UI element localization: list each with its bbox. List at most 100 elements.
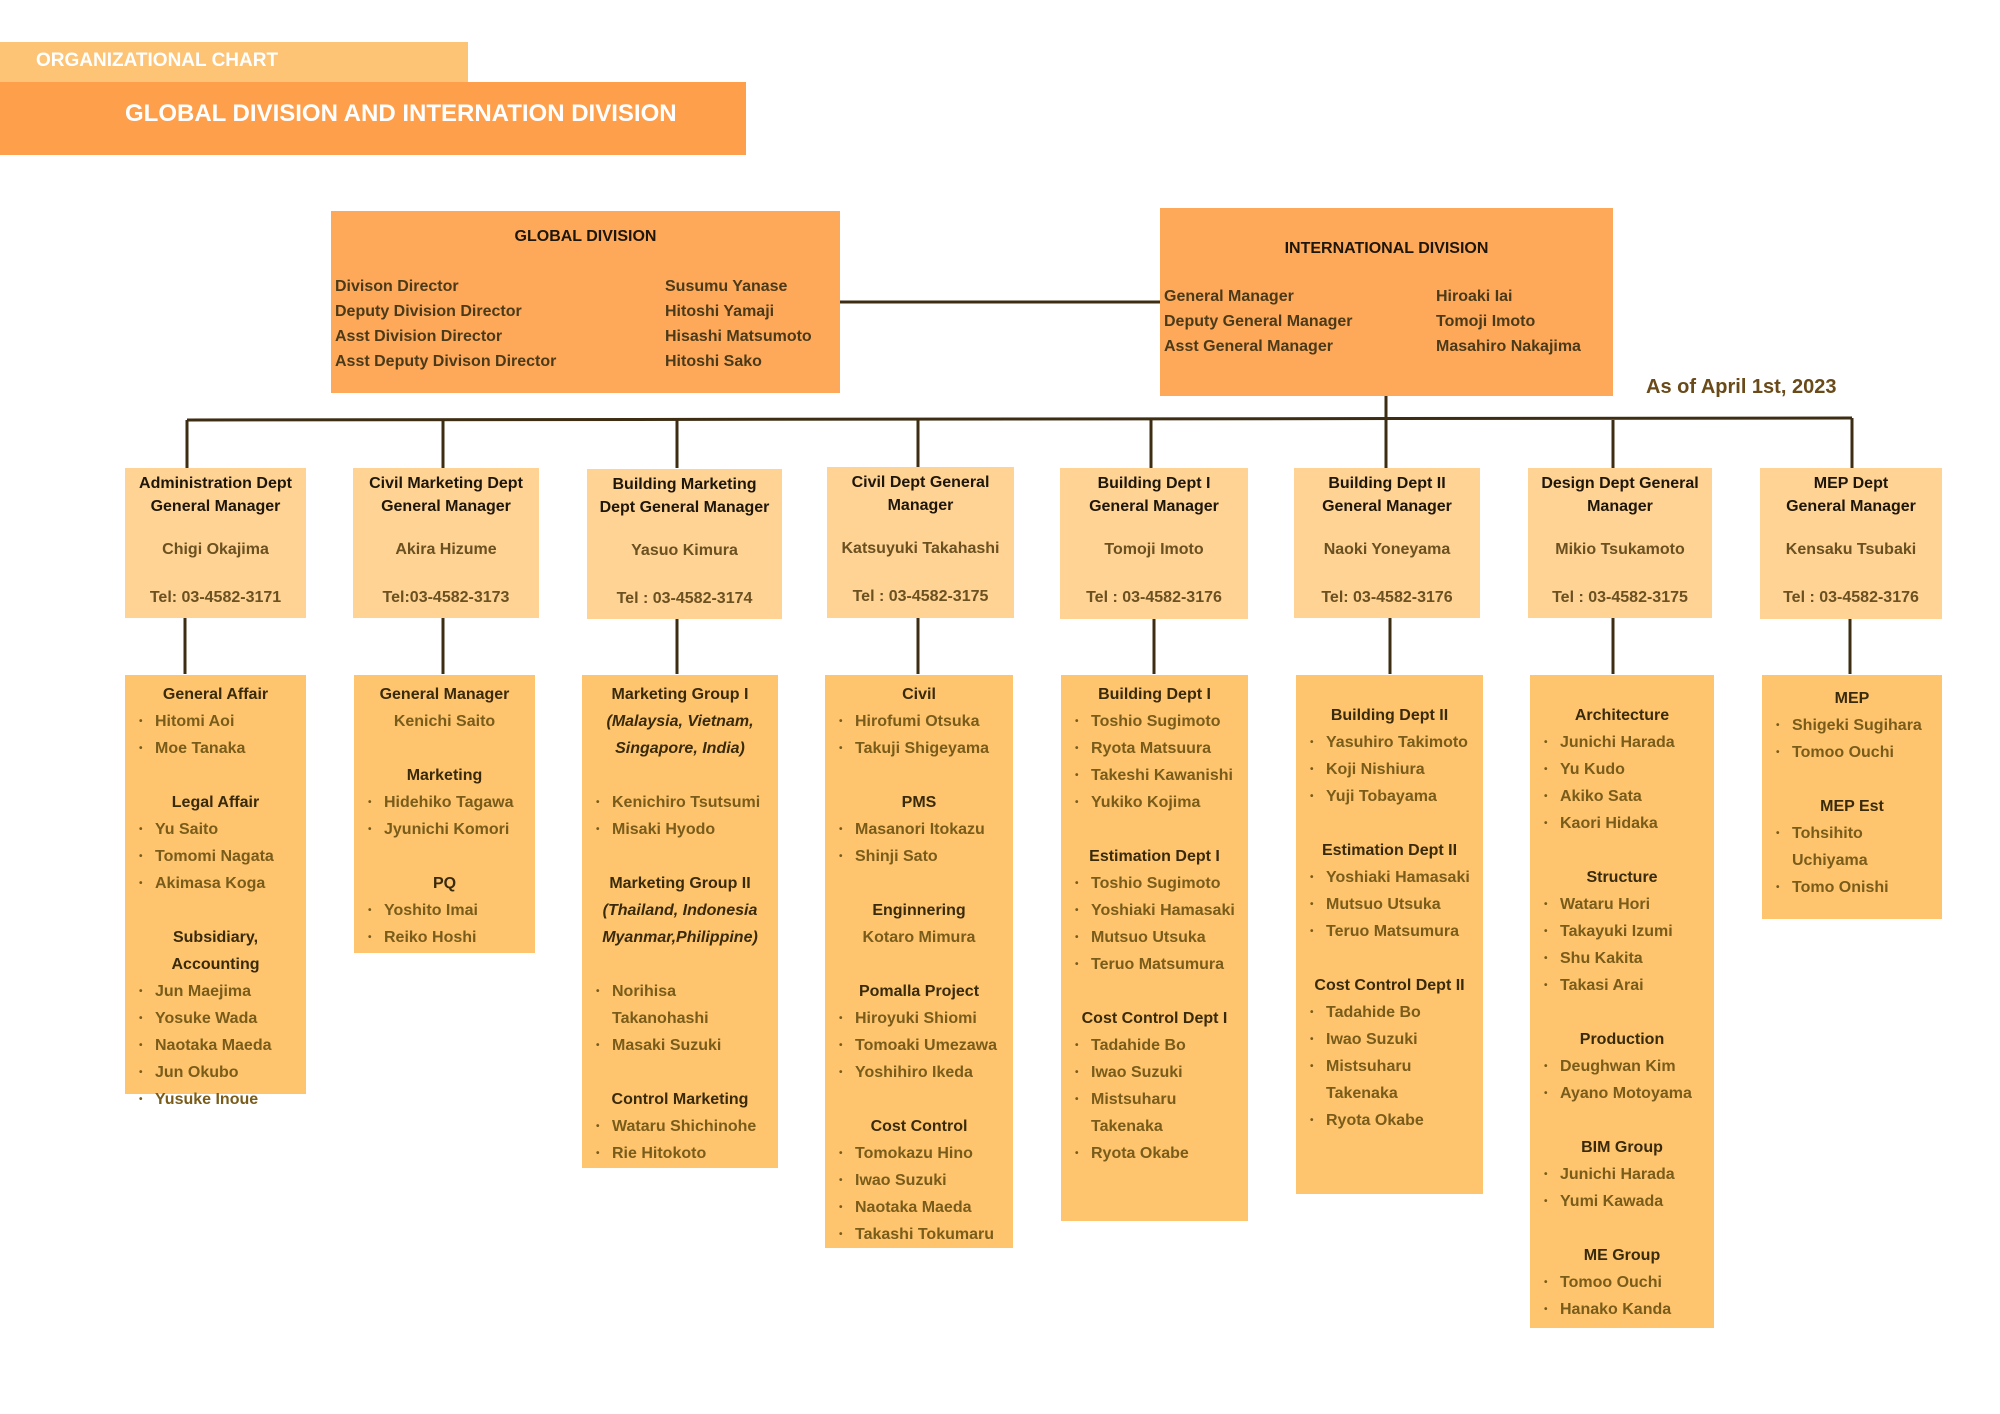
member-item: Moe Tanaka [129,735,302,762]
person-name: Hitoshi Yamaji [665,302,775,320]
member-item: Kenichiro Tsutsumi [586,789,774,816]
dept-title: Dept General Manager [599,499,770,516]
team-region-note: (Malaysia, Vietnam, Singapore, India) [606,713,754,757]
role-label: Asst General Manager [1164,337,1333,355]
dept-title: Building Dept I [1097,475,1211,492]
member-item: Yoshiaki Hamasaki [1065,897,1244,924]
member-item: Yoshiaki Hamasaki [1300,864,1479,891]
dept-phone: Tel : 03-4582-3176 [1783,589,1919,606]
member-item: Mistsuharu Takenaka [1065,1086,1244,1140]
team-heading: Production [1579,1031,1665,1048]
member-item: Shinji Sato [829,843,1009,870]
team-heading: Estimation Dept I [1089,848,1220,865]
person-name: Hiroaki Iai [1436,287,1513,305]
member-item: Shigeki Sugihara [1766,712,1938,739]
member-item: Mutsuo Utsuka [1300,891,1479,918]
member-list: Toshio SugimotoYoshiaki HamasakiMutsuo U… [1065,870,1244,978]
role-label: Deputy General Manager [1164,312,1353,330]
member-list: Jun MaejimaYosuke WadaNaotaka MaedaJun O… [129,978,302,1113]
member-list: Hitomi AoiMoe Tanaka [129,708,302,762]
dept-title: MEP Dept [1813,475,1889,492]
member-item: Ryota Okabe [1065,1140,1244,1167]
dept-phone: Tel : 03-4582-3176 [1086,589,1222,606]
member-list: Wataru HoriTakayuki IzumiShu KakitaTakas… [1534,891,1710,999]
member-list: Norihisa TakanohashiMasaki Suzuki [586,978,774,1059]
member-item: Teruo Matsumura [1065,951,1244,978]
member-item: Naotaka Maeda [129,1032,302,1059]
dept-manager-name: Naoki Yoneyama [1323,541,1451,558]
person-name: Tomoji Imoto [1436,312,1536,330]
role-label: Asst Division Director [335,327,503,345]
member-list: Kenichiro TsutsumiMisaki Hyodo [586,789,774,843]
role-label: Deputy Division Director [335,302,522,320]
member-item: Takayuki Izumi [1534,918,1710,945]
international-division-title: INTERNATIONAL DIVISION [1284,240,1489,257]
member-list: Yoshiaki HamasakiMutsuo UtsukaTeruo Mats… [1300,864,1479,945]
team-heading: Civil [902,686,936,703]
member-item: Kaori Hidaka [1534,810,1710,837]
team-heading: Marketing Group II [609,875,751,892]
member-item: Ayano Motoyama [1534,1080,1710,1107]
member-item: Wataru Shichinohe [586,1113,774,1140]
team-heading: MEP Est [1820,798,1884,815]
dept-title: Civil Marketing Dept [369,475,523,492]
member-item: Junichi Harada [1534,729,1710,756]
member-item: Yoshito Imai [358,897,531,924]
member-list: Tomokazu HinoIwao SuzukiNaotaka MaedaTak… [829,1140,1009,1248]
member-item: Ryota Matsuura [1065,735,1244,762]
member-list: Toshio SugimotoRyota MatsuuraTakeshi Kaw… [1065,708,1244,816]
team-heading: PMS [901,794,937,811]
member-item: Teruo Matsumura [1300,918,1479,945]
member-item: Koji Nishiura [1300,756,1479,783]
team-lead-name: Kotaro Mimura [862,929,976,946]
team-heading: Enginnering [872,902,966,919]
dept-manager-name: Kensaku Tsubaki [1785,541,1917,558]
member-item: Ryota Okabe [1300,1107,1479,1134]
dept-title: Design Dept General [1541,475,1699,492]
member-item: Takeshi Kawanishi [1065,762,1244,789]
member-item: Yu Saito [129,816,302,843]
team-lead-name: Kenichi Saito [393,713,496,730]
member-item: Mutsuo Utsuka [1065,924,1244,951]
team-heading: Cost Control Dept I [1081,1010,1228,1027]
dept-manager-name: Katsuyuki Takahashi [841,540,1000,557]
member-item: Yoshihiro Ikeda [829,1059,1009,1086]
member-item: Akimasa Koga [129,870,302,897]
member-item: Tomokazu Hino [829,1140,1009,1167]
dept-manager-name: Chigi Okajima [162,541,269,558]
member-item: Hitomi Aoi [129,708,302,735]
member-list: Tadahide BoIwao SuzukiMistsuharu Takenak… [1300,999,1479,1134]
team-heading: Subsidiary, Accounting [171,929,260,973]
team-heading: Architecture [1574,707,1670,724]
team-heading: Marketing Group I [611,686,749,703]
team-heading: BIM Group [1581,1139,1663,1156]
dept-title: Civil Dept General [851,474,990,491]
member-item: Tadahide Bo [1300,999,1479,1026]
person-name: Hisashi Matsumoto [665,327,812,345]
member-list: Masanori ItokazuShinji Sato [829,816,1009,870]
member-item: Reiko Hoshi [358,924,531,951]
dept-title: General Manager [150,498,281,515]
member-item: Masaki Suzuki [586,1032,774,1059]
member-item: Wataru Hori [1534,891,1710,918]
person-name: Hitoshi Sako [665,352,762,370]
member-item: Jyunichi Komori [358,816,531,843]
member-item: Hidehiko Tagawa [358,789,531,816]
dept-title: Administration Dept [139,475,292,492]
member-list: Tohsihito UchiyamaTomo Onishi [1766,820,1938,901]
member-item: Tomoo Ouchi [1534,1269,1710,1296]
member-item: Toshio Sugimoto [1065,870,1244,897]
global-division-title: GLOBAL DIVISION [514,228,657,245]
member-item: Tohsihito Uchiyama [1766,820,1938,874]
member-item: Iwao Suzuki [1065,1059,1244,1086]
dept-phone: Tel:03-4582-3173 [382,589,510,606]
team-heading: Pomalla Project [858,983,980,1000]
member-item: Takuji Shigeyama [829,735,1009,762]
team-heading: Building Dept I [1098,686,1211,703]
